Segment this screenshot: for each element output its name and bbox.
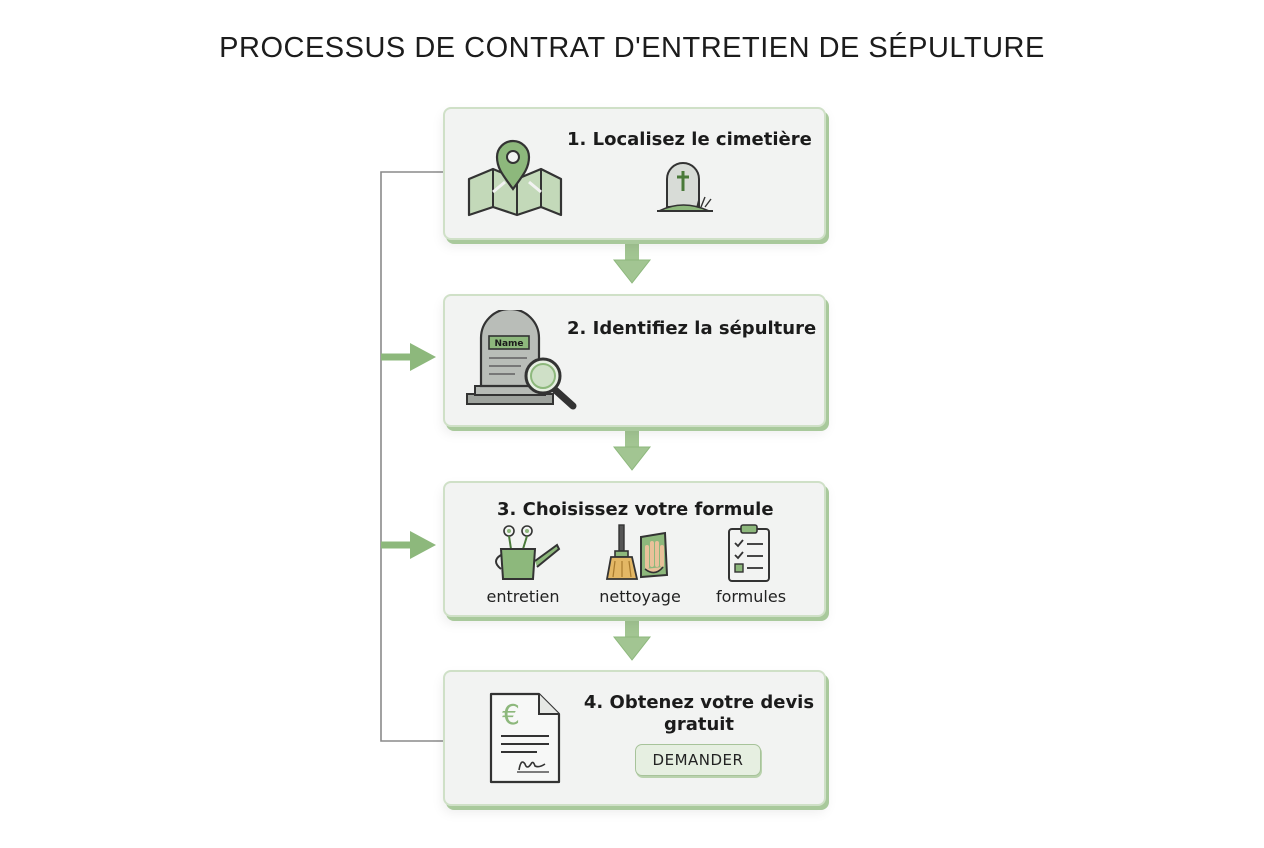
option-label-nettoyage: nettoyage xyxy=(599,587,681,606)
down-arrow-3 xyxy=(612,617,652,661)
side-arrow-2 xyxy=(381,343,436,371)
page-title: PROCESSUS DE CONTRAT D'ENTRETIEN DE SÉPU… xyxy=(219,32,1045,64)
name-tag: Name xyxy=(494,339,523,349)
request-button[interactable]: DEMANDER xyxy=(635,744,761,776)
step-card-3: 3. Choisissez votre formule entretien ne… xyxy=(443,481,826,617)
step-4-title-line-1: 4. Obtenez votre devis xyxy=(583,692,815,713)
step-card-1: 1. Localisez le cimetière xyxy=(443,107,826,240)
step-4-title-line-2: gratuit xyxy=(663,714,735,735)
option-label-formules: formules xyxy=(715,587,787,606)
step-card-2: 2. Identifiez la sépulture Name xyxy=(443,294,826,427)
side-connector-line xyxy=(380,171,443,742)
step-2-title: 2. Identifiez la sépulture xyxy=(567,318,817,339)
euro-document-icon: € xyxy=(489,692,561,784)
euro-symbol: € xyxy=(502,698,520,731)
side-arrow-3 xyxy=(381,531,436,559)
step-card-4: 4. Obtenez votre devis gratuit € DEMANDE… xyxy=(443,670,826,806)
checklist-icon xyxy=(728,524,770,582)
tombstone-cross-icon xyxy=(657,162,713,212)
map-pin-icon xyxy=(467,139,563,217)
down-arrow-1 xyxy=(612,240,652,284)
step-4-title: 4. Obtenez votre devis gratuit xyxy=(579,692,819,736)
option-label-entretien: entretien xyxy=(486,587,560,606)
step-3-title: 3. Choisissez votre formule xyxy=(497,499,774,520)
down-arrow-2 xyxy=(612,427,652,471)
watering-can-flowers-icon xyxy=(495,525,561,580)
brush-glove-icon xyxy=(605,524,669,580)
tombstone-search-icon: Name xyxy=(466,310,577,410)
step-1-title: 1. Localisez le cimetière xyxy=(567,129,812,150)
